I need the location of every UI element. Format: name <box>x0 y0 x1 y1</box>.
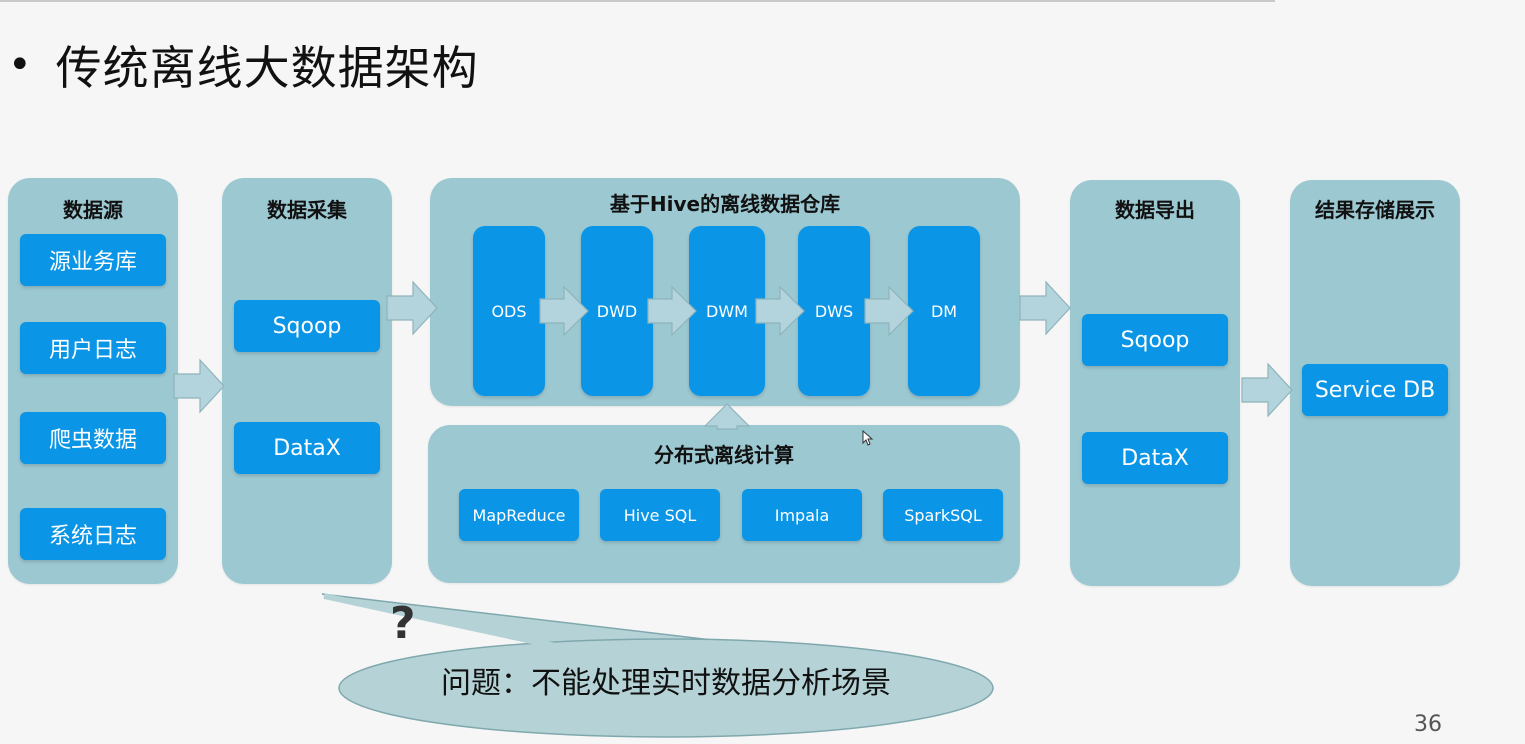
layer-dwd: DWD <box>581 226 653 396</box>
export-panel: 数据导出 Sqoop DataX <box>1070 180 1240 586</box>
arrow-export-to-result <box>1241 362 1293 418</box>
arrow-collection-to-warehouse <box>386 280 438 336</box>
engine-mapreduce: MapReduce <box>459 489 579 541</box>
layer-dm: DM <box>908 226 980 396</box>
arrow-dwm-to-dws <box>755 285 805 337</box>
top-divider <box>0 0 1275 2</box>
collection-sqoop: Sqoop <box>234 300 380 352</box>
arrow-sources-to-collection <box>173 358 225 414</box>
compute-panel: 分布式离线计算 MapReduce Hive SQL Impala SparkS… <box>428 425 1020 583</box>
collection-title: 数据采集 <box>267 198 347 222</box>
arrow-compute-to-warehouse <box>703 403 751 430</box>
layer-ods: ODS <box>473 226 545 396</box>
question-mark-icon: ? <box>390 598 416 649</box>
layer-dwm: DWM <box>689 226 765 396</box>
engine-impala: Impala <box>742 489 862 541</box>
source-user-log: 用户日志 <box>20 322 166 374</box>
compute-title: 分布式离线计算 <box>654 443 794 467</box>
source-business-db: 源业务库 <box>20 234 166 286</box>
arrow-ods-to-dwd <box>539 285 589 337</box>
warehouse-title: 基于Hive的离线数据仓库 <box>609 192 841 216</box>
source-crawler-data: 爬虫数据 <box>20 412 166 464</box>
sources-title: 数据源 <box>63 198 123 222</box>
page-title: 传统离线大数据架构 <box>55 41 479 95</box>
result-panel: 结果存储展示 Service DB <box>1290 180 1460 586</box>
arrow-dws-to-dm <box>864 285 914 337</box>
source-system-log: 系统日志 <box>20 508 166 560</box>
slide-title: • 传统离线大数据架构 <box>8 30 479 100</box>
collection-datax: DataX <box>234 422 380 474</box>
title-bullet: • <box>8 42 32 88</box>
export-datax: DataX <box>1082 432 1228 484</box>
sources-panel: 数据源 源业务库 用户日志 爬虫数据 系统日志 <box>8 178 178 584</box>
layer-dws: DWS <box>798 226 870 396</box>
engine-hive-sql: Hive SQL <box>600 489 720 541</box>
export-sqoop: Sqoop <box>1082 314 1228 366</box>
mouse-cursor-icon <box>862 430 874 446</box>
arrow-warehouse-to-export <box>1019 280 1071 336</box>
collection-panel: 数据采集 Sqoop DataX <box>222 178 392 584</box>
callout-text: 问题：不能处理实时数据分析场景 <box>441 666 891 701</box>
warehouse-panel: 基于Hive的离线数据仓库 ODS DWD DWM DWS DM <box>430 178 1020 406</box>
page-number: 36 <box>1414 712 1442 737</box>
arrow-dwd-to-dwm <box>647 285 697 337</box>
engine-sparksql: SparkSQL <box>883 489 1003 541</box>
result-title: 结果存储展示 <box>1315 198 1435 222</box>
result-service-db: Service DB <box>1302 364 1448 416</box>
export-title: 数据导出 <box>1115 198 1195 222</box>
